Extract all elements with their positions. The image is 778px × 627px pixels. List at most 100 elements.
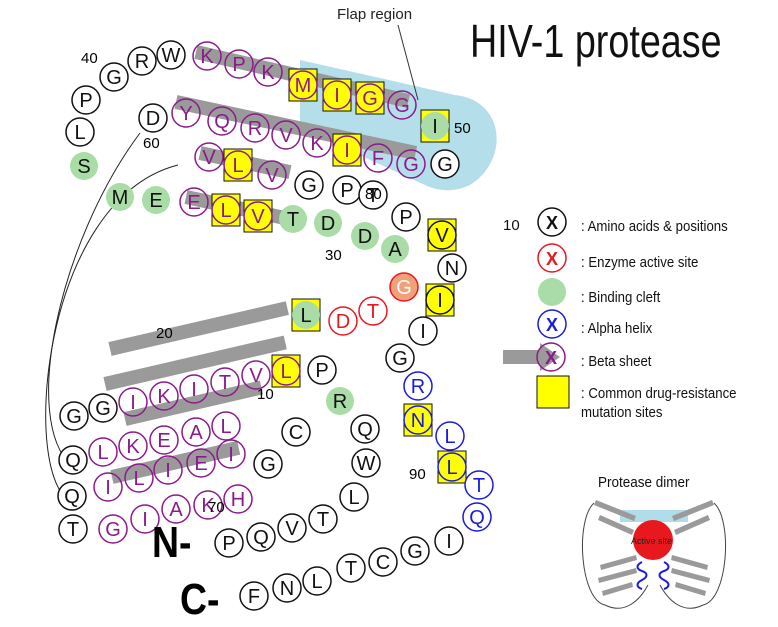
residue: I <box>216 439 246 469</box>
legend-beta-arrow <box>503 343 560 371</box>
residue-letter: G <box>392 348 408 370</box>
residue-circle <box>142 186 170 214</box>
residue: G <box>400 536 430 566</box>
legend-amino-number: 10 <box>503 217 520 234</box>
residue-letter: T <box>345 558 357 580</box>
residue-circle <box>271 356 301 386</box>
residue-circle <box>70 152 98 180</box>
residue-letter: G <box>106 67 122 89</box>
residue-letter: I <box>432 116 438 138</box>
residue-letter: I <box>105 477 111 499</box>
residue: A <box>181 417 211 447</box>
residue-circle <box>57 481 87 511</box>
residue: K <box>118 431 148 461</box>
residue: N <box>272 573 302 603</box>
residue-letter: W <box>162 45 181 67</box>
residue-circle <box>193 490 223 520</box>
legend-binding-text: : Binding cleft <box>581 289 661 306</box>
residue: R <box>326 387 354 415</box>
residue-circle <box>389 272 419 302</box>
dimer-helix <box>658 561 670 590</box>
residue: L <box>339 482 369 512</box>
residue: V <box>194 142 224 172</box>
residue-circle <box>464 470 494 500</box>
position-labels: 40 50 60 80 30 20 10 90 70 <box>81 50 471 516</box>
residue-letter: L <box>280 361 291 383</box>
legend-mutation-line1: : Common drug-resistance <box>581 385 737 402</box>
position-label: 90 <box>409 466 426 483</box>
legend-alpha-letter: X <box>546 315 558 335</box>
residue-letter: K <box>201 495 215 517</box>
residue: K <box>149 381 179 411</box>
residue: G <box>389 272 419 302</box>
dimer-strand <box>675 582 706 596</box>
residue-letter: T <box>317 509 329 531</box>
residue-circle <box>99 62 129 92</box>
residue: N <box>437 253 467 283</box>
position-label: 30 <box>325 247 342 264</box>
residue: T <box>358 296 388 326</box>
residue-letter: C <box>289 422 303 444</box>
residue-circle <box>59 401 89 431</box>
residue: G <box>355 83 385 113</box>
dimer-strand <box>671 568 710 583</box>
residue-circle <box>58 445 88 475</box>
residue: G <box>387 90 417 120</box>
residue-circle <box>216 439 246 469</box>
residue-letter: A <box>388 239 402 261</box>
residue-circle <box>281 417 311 447</box>
legend-symbols: X X X X <box>503 207 570 409</box>
flap-region-label: Flap region <box>337 6 413 23</box>
residue: P <box>391 202 421 232</box>
residue-circle <box>294 170 324 200</box>
residue-letter: T <box>67 519 79 541</box>
residue: D <box>351 222 379 250</box>
residue-circle <box>326 387 354 415</box>
residue-letter: Q <box>253 527 269 549</box>
residue-circle <box>118 387 148 417</box>
residue-letter: F <box>372 148 384 170</box>
residue: L <box>124 463 154 493</box>
residue-circle <box>211 411 241 441</box>
dimer-helix <box>636 561 648 590</box>
residue: L <box>223 150 253 180</box>
legend-mutation-text: : Common drug-resistance mutation sites <box>581 384 737 422</box>
beta-arrow <box>110 440 241 484</box>
residue-circle <box>322 80 352 110</box>
residue: C <box>281 417 311 447</box>
residue-letter: N <box>280 578 294 600</box>
legend-mutation-line2: mutation sites <box>581 404 663 421</box>
residue: Q <box>350 414 380 444</box>
residue-circle <box>161 494 191 524</box>
residue-circle <box>339 482 369 512</box>
residue-letter: G <box>396 277 412 299</box>
residue: V <box>277 513 307 543</box>
residue-letter: V <box>435 225 449 247</box>
residue-letter: T <box>473 475 485 497</box>
residue-letter: L <box>300 305 311 327</box>
dimer-strand <box>598 515 634 535</box>
residue-letter: L <box>232 155 243 177</box>
residue-circle <box>271 120 301 150</box>
legend-row-alpha: : Alpha helix <box>503 313 778 343</box>
dimer-flap-shade <box>620 510 688 522</box>
residue-letter: Q <box>65 450 81 472</box>
residue: M <box>288 70 318 100</box>
residue-circle <box>181 417 211 447</box>
residue: I <box>130 504 160 534</box>
residue-letter: I <box>344 140 350 162</box>
residue-letter: K <box>261 62 275 84</box>
residue-circle <box>351 448 381 478</box>
residue: E <box>142 186 170 214</box>
legend-amino-circle <box>537 207 567 237</box>
residue-circle <box>179 187 209 217</box>
residue-letter: G <box>301 175 317 197</box>
residue: G <box>396 149 426 179</box>
residue-letter: P <box>232 54 245 76</box>
beta-arrow <box>108 301 289 356</box>
residue-letter: V <box>285 518 299 540</box>
residue: W <box>351 448 381 478</box>
residue: D <box>328 306 358 336</box>
residue-letter: A <box>189 422 203 444</box>
